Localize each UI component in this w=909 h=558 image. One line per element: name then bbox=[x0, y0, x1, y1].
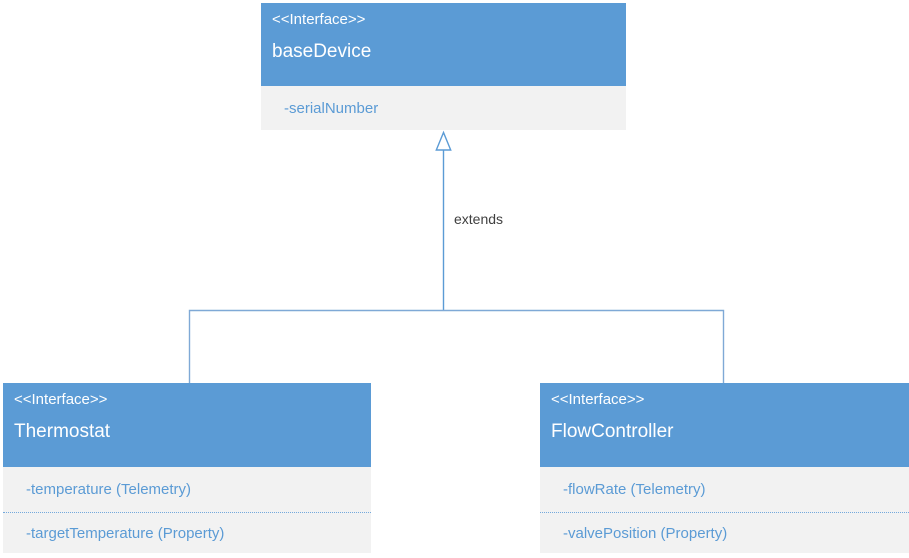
thermostat-attr-temperature: -temperature (Telemetry) bbox=[26, 481, 192, 498]
thermostat-stereotype: <<Interface>> bbox=[14, 391, 108, 408]
attribute-row: -targetTemperature (Property) bbox=[3, 512, 371, 553]
basedevice-attr-serialnumber: -serialNumber bbox=[284, 99, 379, 117]
connector-branch-line bbox=[188, 309, 725, 383]
basedevice-attributes: -serialNumber bbox=[261, 86, 626, 130]
attribute-row: -serialNumber bbox=[261, 86, 626, 130]
flowcontroller-name: FlowController bbox=[551, 420, 674, 442]
thermostat-header: <<Interface>> Thermostat bbox=[3, 383, 371, 467]
thermostat-name: Thermostat bbox=[14, 420, 111, 442]
basedevice-name: baseDevice bbox=[272, 40, 372, 62]
basedevice-stereotype: <<Interface>> bbox=[272, 11, 366, 28]
interface-node-thermostat[interactable]: <<Interface>> Thermostat -temperature (T… bbox=[3, 383, 371, 553]
inheritance-arrowhead bbox=[435, 130, 452, 151]
basedevice-header: <<Interface>> baseDevice bbox=[261, 3, 626, 86]
thermostat-attributes: -temperature (Telemetry) -targetTemperat… bbox=[3, 467, 371, 553]
attribute-row: -temperature (Telemetry) bbox=[3, 467, 371, 512]
flowcontroller-attr-flowrate: -flowRate (Telemetry) bbox=[563, 481, 706, 498]
flowcontroller-attr-valveposition: -valvePosition (Property) bbox=[563, 524, 728, 542]
attribute-row: -flowRate (Telemetry) bbox=[540, 467, 909, 512]
attribute-row: -valvePosition (Property) bbox=[540, 512, 909, 553]
interface-node-flowcontroller[interactable]: <<Interface>> FlowController -flowRate (… bbox=[540, 383, 909, 553]
flowcontroller-stereotype: <<Interface>> bbox=[551, 391, 645, 408]
thermostat-attr-targettemperature: -targetTemperature (Property) bbox=[26, 524, 225, 542]
interface-node-basedevice[interactable]: <<Interface>> baseDevice -serialNumber bbox=[261, 3, 626, 130]
flowcontroller-header: <<Interface>> FlowController bbox=[540, 383, 909, 467]
extends-edge-label: extends bbox=[454, 211, 504, 227]
flowcontroller-attributes: -flowRate (Telemetry) -valvePosition (Pr… bbox=[540, 467, 909, 553]
